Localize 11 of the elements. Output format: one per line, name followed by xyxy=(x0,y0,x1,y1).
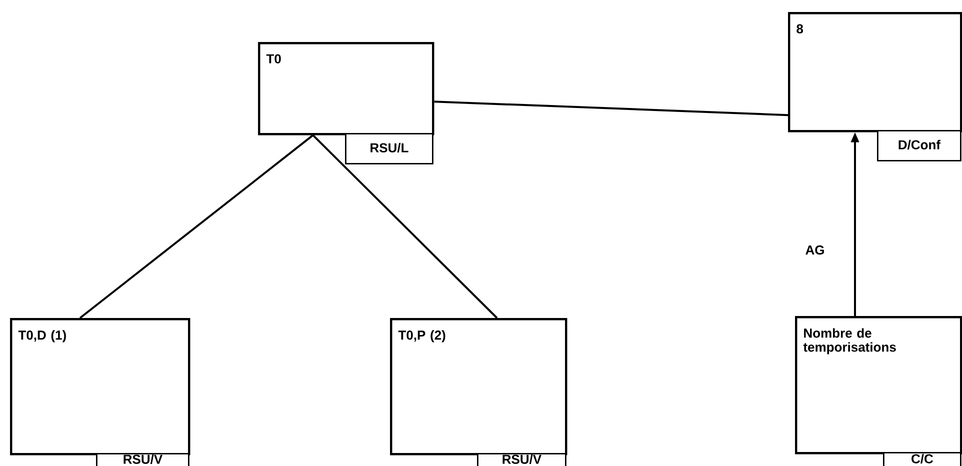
tag-box: RSU/V xyxy=(477,453,566,466)
connector xyxy=(434,100,788,116)
tag-box: D/Conf xyxy=(877,130,962,162)
process-box: 8 xyxy=(788,12,962,132)
process-box: Nombre de temporisations xyxy=(795,316,962,454)
tag-box: RSU/V xyxy=(96,453,190,466)
tag-box: RSU/L xyxy=(345,133,434,164)
tag-box: C/C xyxy=(883,452,962,466)
edge-label: AG xyxy=(804,244,826,256)
connector xyxy=(79,134,314,319)
connector xyxy=(312,134,498,319)
